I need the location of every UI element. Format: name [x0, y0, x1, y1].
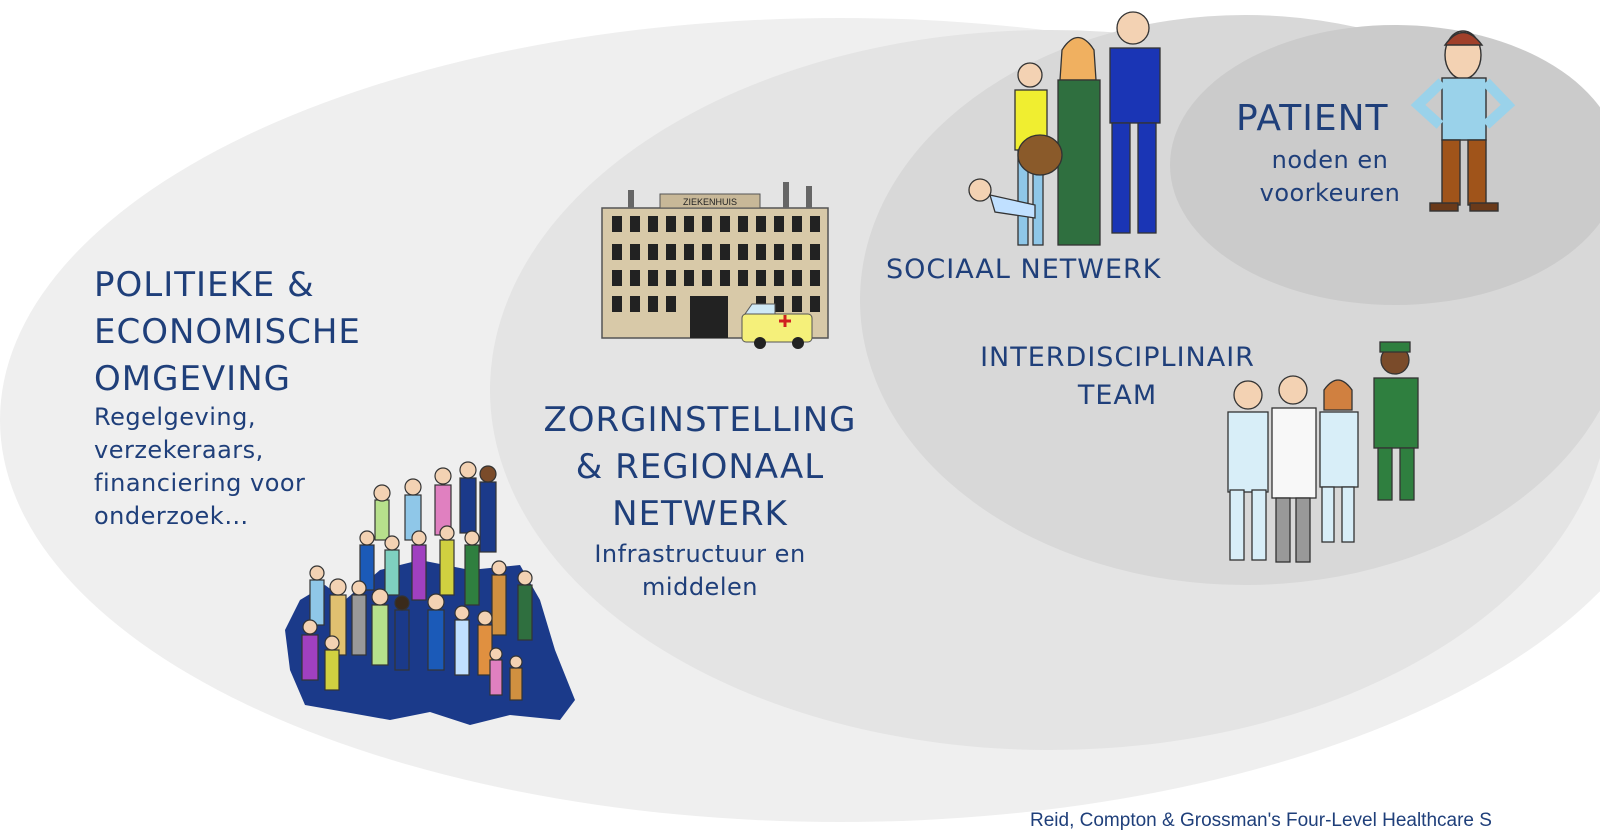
- patient-title: PATIENT: [1236, 98, 1389, 139]
- organization-title-line: & REGIONAAL: [575, 447, 825, 487]
- hospital-building-illustration: [601, 182, 829, 339]
- care-team-title: INTERDISCIPLINAIR TEAM: [940, 339, 1295, 415]
- care-team-illustration: [1227, 341, 1419, 563]
- patient-illustration: [1410, 30, 1516, 212]
- environment-description-line: financiering voor: [94, 469, 306, 497]
- hospital-sign: ZIEKENHUIS: [683, 197, 737, 207]
- environment-title-line: POLITIEKE &: [94, 265, 315, 305]
- patient-description: noden en voorkeuren: [1230, 144, 1430, 210]
- organization-description-line: Infrastructuur en: [594, 540, 806, 568]
- europe-crowd-illustration: [285, 461, 575, 725]
- environment-description: Regelgeving, verzekeraars, financiering …: [94, 401, 305, 533]
- care-team-title-line: TEAM: [1077, 380, 1158, 411]
- environment-title-line: OMGEVING: [94, 359, 291, 399]
- environment-title: POLITIEKE & ECONOMISCHE OMGEVING: [94, 262, 361, 403]
- family-illustration: [968, 11, 1161, 246]
- organization-description-line: middelen: [642, 573, 758, 601]
- care-team-title-line: INTERDISCIPLINAIR: [980, 342, 1255, 373]
- environment-description-line: onderzoek…: [94, 502, 249, 530]
- organization-title: ZORGINSTELLING & REGIONAAL NETWERK: [500, 397, 900, 538]
- social-network-title: SOCIAAL NETWERK: [886, 254, 1162, 285]
- organization-description: Infrastructuur en middelen: [500, 538, 900, 604]
- patient-description-line: voorkeuren: [1259, 179, 1401, 207]
- environment-description-line: verzekeraars,: [94, 436, 264, 464]
- organization-title-line: ZORGINSTELLING: [543, 400, 857, 440]
- organization-title-line: NETWERK: [612, 494, 788, 534]
- ambulance-illustration: [741, 303, 813, 349]
- citation: Reid, Compton & Grossman's Four-Level He…: [1030, 810, 1492, 831]
- environment-title-line: ECONOMISCHE: [94, 312, 361, 352]
- environment-description-line: Regelgeving,: [94, 403, 256, 431]
- patient-description-line: noden en: [1271, 146, 1389, 174]
